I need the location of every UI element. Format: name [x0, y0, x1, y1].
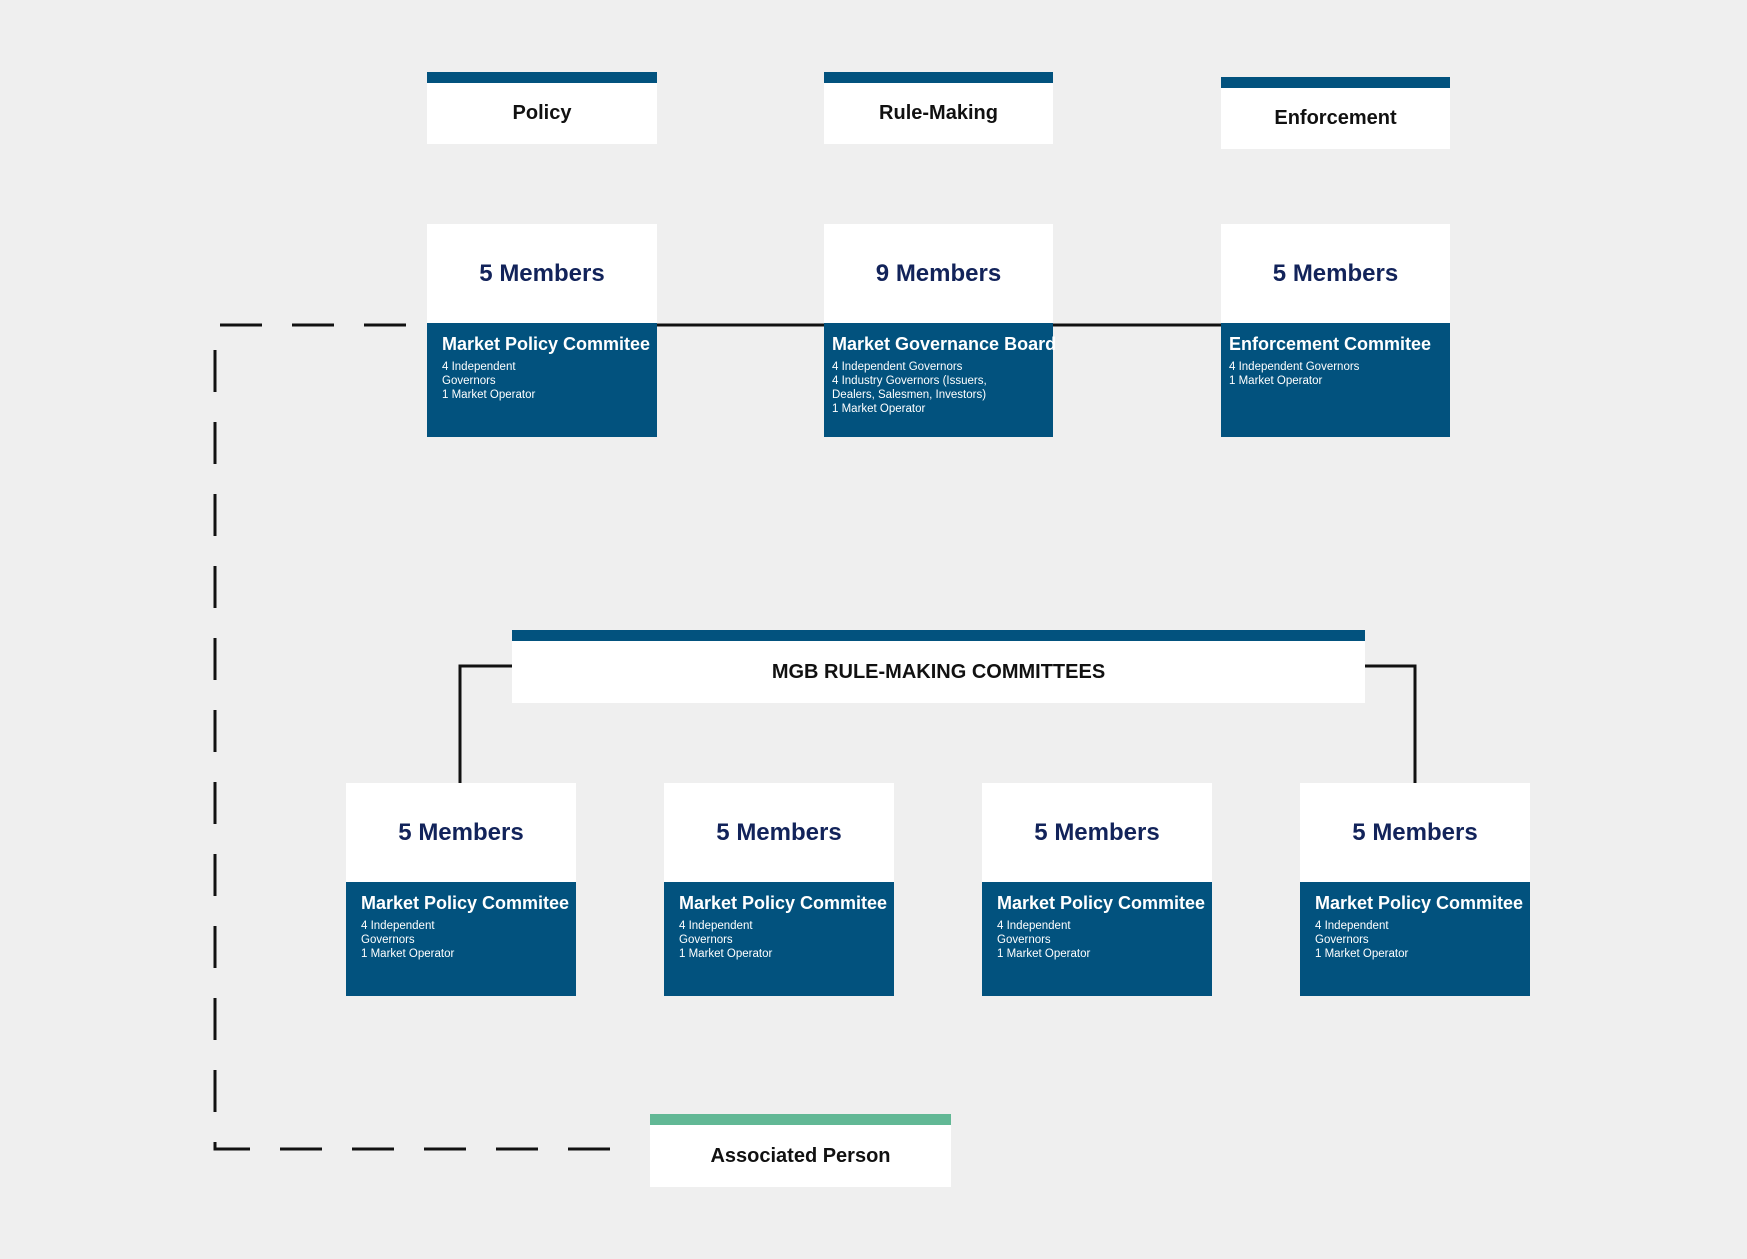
detail-line: Governors [442, 375, 496, 387]
members-count: 5 Members [664, 783, 894, 882]
committee-body: Market Policy Commitee 4 Independent Gov… [982, 882, 1212, 996]
column-header-label: Policy [512, 102, 572, 124]
committee-name: Market Policy Commitee [361, 893, 570, 913]
column-header-rule-making: Rule-Making [824, 72, 1053, 144]
associated-person-box: Associated Person [650, 1114, 951, 1187]
committee-name: Market Governance Board [832, 334, 1057, 354]
detail-line: 4 Industry Governors (Issuers, [832, 375, 987, 387]
members-count: 5 Members [346, 783, 576, 882]
members-count: 5 Members [1300, 783, 1530, 882]
detail-line: 1 Market Operator [997, 948, 1091, 960]
detail-line: Governors [997, 934, 1051, 946]
rule-making-committees-label: MGB RULE-MAKING COMMITTEES [771, 660, 1106, 683]
committee-details: 4 Independent Governors 1 Market Operato… [1229, 360, 1436, 388]
committee-body: Enforcement Commitee 4 Independent Gover… [1221, 323, 1450, 437]
detail-line: Governors [1315, 934, 1369, 946]
committee-body: Market Policy Commitee 4 Independent Gov… [346, 882, 576, 996]
detail-line: 1 Market Operator [832, 403, 926, 415]
sub-committee-card-4: 5 Members Market Policy Commitee 4 Indep… [1300, 783, 1530, 996]
committee-details: 4 Independent Governors 1 Market Operato… [679, 919, 880, 961]
detail-line: 1 Market Operator [361, 948, 455, 960]
column-header-enforcement: Enforcement [1221, 77, 1450, 149]
detail-line: 4 Independent [997, 920, 1071, 932]
committee-card-enforcement: 5 Members Enforcement Commitee 4 Indepen… [1221, 224, 1450, 437]
committee-details: 4 Independent Governors 1 Market Operato… [997, 919, 1198, 961]
detail-line: 4 Independent [361, 920, 435, 932]
committee-body: Market Policy Commitee 4 Independent Gov… [427, 323, 657, 437]
committee-details: 4 Independent Governors 4 Industry Gover… [832, 360, 1039, 416]
detail-line: 4 Independent [679, 920, 753, 932]
dashed-associated-connector [213, 323, 620, 1151]
connector-rulemaking-left [458, 664, 512, 783]
committee-name: Market Policy Commitee [997, 893, 1206, 913]
committee-name: Market Policy Commitee [1315, 893, 1524, 913]
committee-body: Market Governance Board 4 Independent Go… [824, 323, 1057, 437]
members-count: 5 Members [1221, 224, 1450, 323]
detail-line: 4 Independent Governors [832, 361, 963, 373]
connector-rulemaking-right [1365, 664, 1417, 783]
detail-line: 4 Independent Governors [1229, 361, 1360, 373]
detail-line: 1 Market Operator [442, 389, 536, 401]
detail-line: Governors [679, 934, 733, 946]
sub-committee-card-3: 5 Members Market Policy Commitee 4 Indep… [982, 783, 1212, 996]
committee-body: Market Policy Commitee 4 Independent Gov… [664, 882, 894, 996]
committee-details: 4 Independent Governors 1 Market Operato… [361, 919, 562, 961]
detail-line: 1 Market Operator [1315, 948, 1409, 960]
detail-line: 4 Independent [442, 361, 516, 373]
committee-body: Market Policy Commitee 4 Independent Gov… [1300, 882, 1530, 996]
detail-line: 1 Market Operator [1229, 375, 1323, 387]
committee-name: Market Policy Commitee [442, 334, 651, 354]
column-header-policy: Policy [427, 72, 657, 144]
detail-line: 1 Market Operator [679, 948, 773, 960]
detail-line: Governors [361, 934, 415, 946]
sub-committee-card-2: 5 Members Market Policy Commitee 4 Indep… [664, 783, 894, 996]
committee-name: Market Policy Commitee [679, 893, 888, 913]
associated-person-label: Associated Person [710, 1144, 891, 1167]
committee-name: Enforcement Commitee [1229, 334, 1432, 354]
members-count: 5 Members [427, 224, 657, 323]
committee-card-market-policy: 5 Members Market Policy Commitee 4 Indep… [427, 224, 657, 437]
rule-making-committees-header: MGB RULE-MAKING COMMITTEES [512, 630, 1365, 703]
detail-line: Dealers, Salesmen, Investors) [832, 389, 987, 401]
members-count: 9 Members [824, 224, 1053, 323]
members-count: 5 Members [982, 783, 1212, 882]
committee-details: 4 Independent Governors 1 Market Operato… [1315, 919, 1516, 961]
column-header-label: Rule-Making [879, 102, 998, 124]
committee-details: 4 Independent Governors 1 Market Operato… [442, 360, 643, 402]
sub-committee-card-1: 5 Members Market Policy Commitee 4 Indep… [346, 783, 576, 996]
detail-line: 4 Independent [1315, 920, 1389, 932]
committee-card-market-governance-board: 9 Members Market Governance Board 4 Inde… [824, 224, 1057, 437]
column-header-label: Enforcement [1274, 107, 1397, 129]
